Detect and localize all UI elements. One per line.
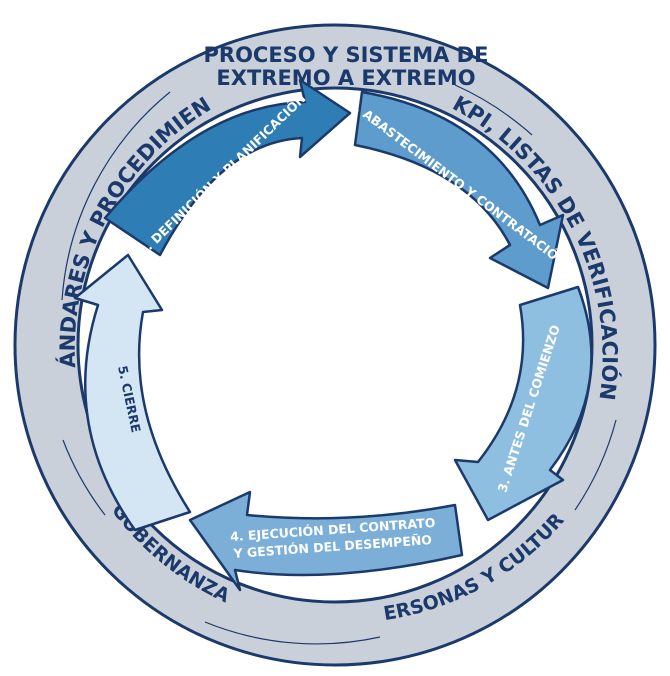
guide-lines (61, 84, 617, 645)
step-4-arrow (188, 490, 464, 592)
step-5-arrow (73, 253, 192, 532)
guide-line-bottom-left (62, 439, 106, 516)
step-1-arrow (103, 78, 352, 257)
guide-line-left (61, 91, 171, 301)
step-3-arrow (453, 285, 593, 522)
ring-label-top-line2: EXTREMO A EXTREMO (216, 66, 475, 90)
ring-label-top-line1: PROCESO Y SISTEMA DE (204, 43, 489, 67)
guide-line-right (574, 419, 617, 511)
guide-line-bottom (204, 621, 381, 645)
step-2-arrow (353, 90, 565, 290)
guide-line-top-right (454, 84, 533, 136)
step-arrows (73, 78, 593, 592)
